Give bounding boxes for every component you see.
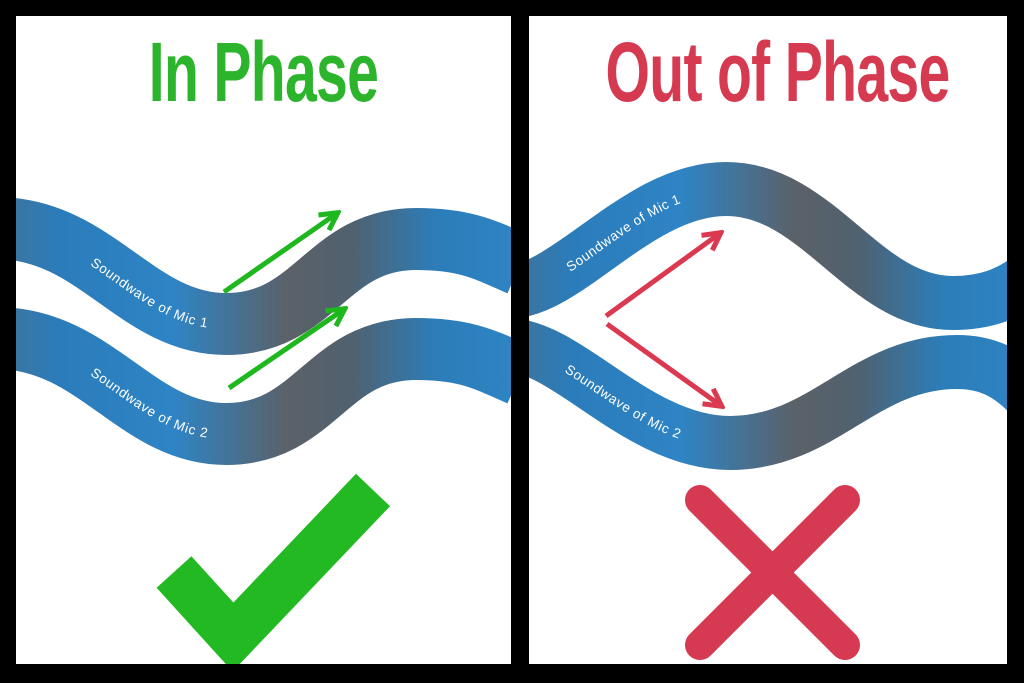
out-of-phase-panel: Soundwave of Mic 1 Soundwave of Mic 2 Ou… bbox=[529, 16, 1007, 664]
checkmark-icon bbox=[156, 473, 391, 664]
in-phase-diagram: Soundwave of Mic 1 Soundwave of Mic 2 bbox=[16, 198, 511, 664]
soundwave-mic1-ribbon bbox=[529, 161, 1007, 331]
soundwave-mic2-ribbon bbox=[16, 308, 511, 466]
cross-icon bbox=[685, 485, 860, 660]
phase-arrow-up-1 bbox=[222, 214, 336, 295]
in-phase-title: In Phase bbox=[148, 25, 379, 119]
in-phase-panel: Soundwave of Mic 1 Soundwave of Mic 2 In… bbox=[16, 16, 511, 664]
phase-arrow-diverge-down bbox=[605, 321, 720, 405]
phase-arrow-up-2 bbox=[227, 310, 343, 391]
out-of-phase-diagram: Soundwave of Mic 1 Soundwave of Mic 2 bbox=[529, 161, 1007, 660]
cross-stroke-2 bbox=[685, 485, 860, 660]
soundwave-mic2-ribbon bbox=[529, 320, 1007, 471]
soundwave-mic1-ribbon bbox=[16, 198, 511, 356]
out-of-phase-title: Out of Phase bbox=[605, 25, 950, 119]
phase-arrow-diverge-up bbox=[604, 234, 719, 319]
